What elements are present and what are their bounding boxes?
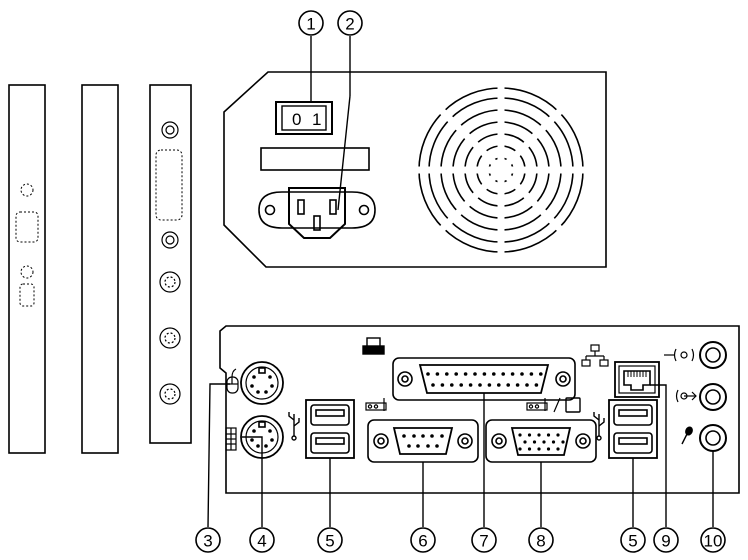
callout-serial-port: 6 [410, 527, 436, 553]
callout-circle [700, 527, 726, 553]
callout-ps2-mouse-port: 3 [195, 527, 221, 553]
expansion-slot-3 [149, 84, 192, 444]
psu-outline [223, 71, 607, 268]
usb-ports-left[interactable] [305, 399, 355, 459]
callout-usb-ports-left: 5 [317, 527, 343, 553]
lan-port[interactable] [614, 361, 660, 398]
callout-circle [249, 527, 275, 553]
serial-port[interactable] [367, 419, 479, 463]
callout-circle [298, 10, 324, 36]
callout-circle [620, 527, 646, 553]
expansion-slot-1 [8, 84, 46, 454]
usb-icon [288, 412, 300, 441]
usb-icon-2 [593, 412, 605, 441]
serial-icon-2 [526, 397, 561, 413]
callout-circle [653, 527, 679, 553]
callout-vga-port: 8 [528, 527, 554, 553]
callout-circle [337, 10, 363, 36]
callout-audio-jacks: 10 [700, 527, 726, 553]
callout-circle [471, 527, 497, 553]
callout-number: 4 [257, 532, 266, 551]
power-supply-unit: 0 1 [223, 71, 607, 268]
expansion-slot-2 [81, 84, 119, 454]
callout-number: 1 [306, 15, 315, 34]
callout-circle [528, 527, 554, 553]
callout-number: 8 [536, 532, 545, 551]
keyboard-icon [225, 427, 237, 451]
psu-label-slot [260, 147, 370, 171]
power-socket[interactable] [258, 187, 376, 239]
serial-icon [365, 398, 387, 411]
psu-fan-grill [412, 80, 590, 258]
callout-number: 5 [325, 532, 334, 551]
power-switch[interactable]: 0 1 [275, 101, 333, 135]
line-in-icon [664, 348, 695, 362]
line-out-icon [675, 389, 697, 403]
ps2-mouse-port[interactable] [240, 361, 284, 405]
network-icon [581, 344, 609, 367]
vga-port[interactable] [485, 419, 597, 463]
callout-ps2-keyboard-port: 4 [249, 527, 275, 553]
callout-number: 6 [418, 532, 427, 551]
callout-circle [410, 527, 436, 553]
callout-number: 9 [661, 532, 670, 551]
switch-on-label: 1 [312, 110, 321, 129]
callout-number: 10 [704, 532, 723, 551]
monitor-icon [565, 397, 581, 413]
callout-number: 2 [345, 15, 354, 34]
mouse-icon [226, 368, 239, 394]
usb-ports-right[interactable] [608, 399, 658, 459]
expansion-slots [8, 84, 192, 454]
printer-icon [362, 337, 385, 355]
callout-circle [195, 527, 221, 553]
callout-lan-port: 9 [653, 527, 679, 553]
callout-circle [317, 527, 343, 553]
audio-jacks[interactable] [699, 341, 727, 452]
callout-number: 7 [479, 532, 488, 551]
callout-power-socket: 2 [337, 10, 363, 36]
switch-off-label: 0 [292, 110, 301, 129]
io-panel [219, 325, 740, 494]
callout-number: 3 [203, 532, 212, 551]
callout-power-switch: 1 [298, 10, 324, 36]
callout-parallel-port: 7 [471, 527, 497, 553]
callout-usb-ports-right: 5 [620, 527, 646, 553]
leader-lines [207, 36, 714, 528]
io-panel-outline [219, 325, 740, 494]
callout-number: 5 [628, 532, 637, 551]
microphone-icon [681, 426, 693, 445]
